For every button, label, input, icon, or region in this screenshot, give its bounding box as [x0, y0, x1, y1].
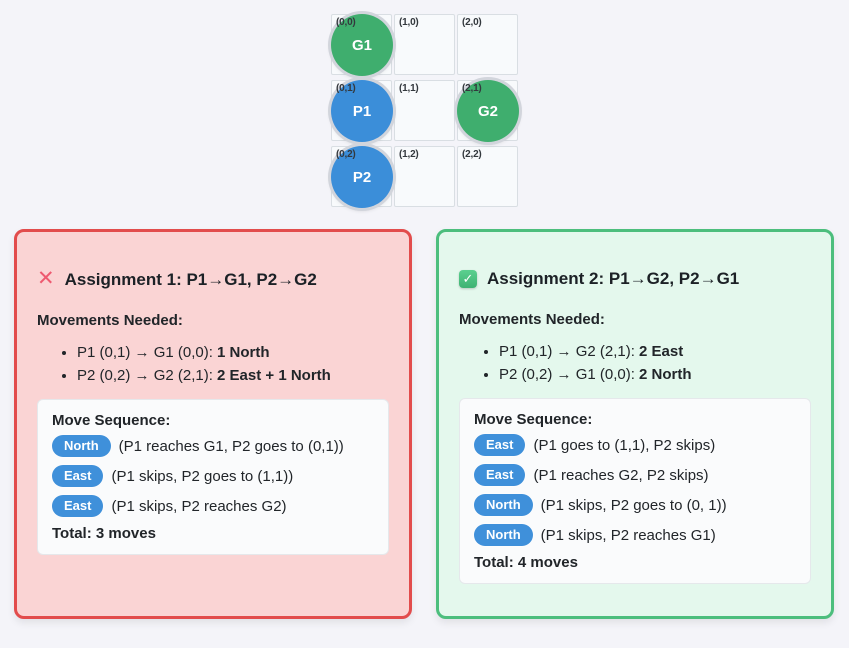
player-label: P2	[352, 168, 372, 186]
grid-cell-2-2: (2,2)	[457, 146, 518, 207]
movements-heading: Movements Needed:	[37, 312, 183, 329]
panel-title: Assignment 2: P1→G2, P2→G1	[487, 269, 740, 288]
move-badge: East	[52, 465, 104, 487]
movement-count: 1 North	[217, 344, 270, 361]
grid-cell-0-2: (0,2) P2	[331, 146, 393, 208]
movement-item: P1 (0,1) → G2 (2,1): 2 East	[499, 342, 811, 361]
move-row: East (P1 reaches G2, P2 skips)	[474, 464, 796, 486]
fail-icon: ✕	[37, 267, 55, 290]
move-description: (P1 skips, P2 reaches G2)	[111, 497, 287, 515]
player-label: P1	[352, 102, 372, 120]
cell-coord-label: (0,1)	[336, 83, 356, 94]
move-row: East (P1 skips, P2 reaches G2)	[52, 495, 374, 517]
move-sequence-box: Move Sequence: North (P1 reaches G1, P2 …	[37, 399, 389, 555]
goal-circle-g2: G2	[457, 80, 519, 142]
cell-coord-label: (1,0)	[399, 17, 419, 28]
assignment-panel-1: ✕ Assignment 1: P1→G1, P2→G2 Movements N…	[14, 229, 412, 619]
move-badge: North	[474, 494, 533, 516]
movements-heading: Movements Needed:	[459, 311, 605, 328]
movements-list: P1 (0,1) → G1 (0,0): 1 North P2 (0,2) → …	[37, 343, 389, 385]
grid-cell-2-0: (2,0)	[457, 14, 518, 75]
goal-circle-g1: G1	[331, 14, 393, 76]
grid-cell-1-1: (1,1)	[394, 80, 455, 141]
cell-coord-label: (0,2)	[336, 149, 356, 160]
cell-coord-label: (2,0)	[462, 17, 482, 28]
cell-coord-label: (1,2)	[399, 149, 419, 160]
move-sequence-box: Move Sequence: East (P1 goes to (1,1), P…	[459, 398, 811, 584]
total-moves: Total: 4 moves	[474, 554, 578, 571]
movement-count: 2 East + 1 North	[217, 367, 331, 384]
grid-cell-1-0: (1,0)	[394, 14, 455, 75]
sequence-heading: Move Sequence:	[52, 412, 171, 429]
move-row: North (P1 reaches G1, P2 goes to (0,1))	[52, 435, 374, 457]
puzzle-grid: (0,0) G1 (1,0) (2,0) (0,1) P1 (1,1) (2,1…	[331, 14, 519, 208]
move-badge: North	[52, 435, 111, 457]
move-badge: East	[474, 434, 526, 456]
grid-cell-1-2: (1,2)	[394, 146, 455, 207]
move-row: East (P1 goes to (1,1), P2 skips)	[474, 434, 796, 456]
cell-coord-label: (1,1)	[399, 83, 419, 94]
movement-prefix: P1 (0,1) → G1 (0,0):	[77, 344, 218, 361]
cell-coord-label: (2,1)	[462, 83, 482, 94]
move-description: (P1 skips, P2 goes to (0, 1))	[540, 496, 727, 514]
check-icon: ✓	[459, 270, 477, 288]
move-row: North (P1 skips, P2 goes to (0, 1))	[474, 494, 796, 516]
cell-coord-label: (2,2)	[462, 149, 482, 160]
movement-prefix: P1 (0,1) → G2 (2,1):	[499, 343, 640, 360]
goal-label: G2	[477, 102, 498, 120]
panel-2-header: ✓ Assignment 2: P1→G2, P2→G1	[459, 269, 811, 289]
move-description: (P1 goes to (1,1), P2 skips)	[533, 436, 716, 454]
movement-count: 2 North	[639, 366, 692, 383]
move-row: East (P1 skips, P2 goes to (1,1))	[52, 465, 374, 487]
movement-prefix: P2 (0,2) → G2 (2,1):	[77, 367, 218, 384]
assignment-panels: ✕ Assignment 1: P1→G1, P2→G2 Movements N…	[14, 229, 834, 619]
panel-title: Assignment 1: P1→G1, P2→G2	[64, 269, 317, 289]
player-circle-p1: P1	[331, 80, 393, 142]
move-description: (P1 skips, P2 goes to (1,1))	[111, 467, 294, 485]
movements-list: P1 (0,1) → G2 (2,1): 2 East P2 (0,2) → G…	[459, 342, 811, 384]
grid-cell-0-0: (0,0) G1	[331, 14, 393, 76]
move-badge: East	[474, 464, 526, 486]
move-description: (P1 reaches G2, P2 skips)	[533, 466, 709, 484]
movement-count: 2 East	[639, 343, 684, 360]
move-badge: East	[52, 495, 104, 517]
movement-item: P2 (0,2) → G1 (0,0): 2 North	[499, 365, 811, 384]
total-moves: Total: 3 moves	[52, 525, 156, 542]
sequence-heading: Move Sequence:	[474, 411, 593, 428]
move-row: North (P1 skips, P2 reaches G1)	[474, 524, 796, 546]
move-badge: North	[474, 524, 533, 546]
cell-coord-label: (0,0)	[336, 17, 356, 28]
assignment-panel-2: ✓ Assignment 2: P1→G2, P2→G1 Movements N…	[436, 229, 834, 619]
movement-item: P1 (0,1) → G1 (0,0): 1 North	[77, 343, 389, 362]
panel-1-header: ✕ Assignment 1: P1→G1, P2→G2	[37, 267, 389, 290]
grid-cell-2-1: (2,1) G2	[457, 80, 519, 142]
grid-cell-0-1: (0,1) P1	[331, 80, 393, 142]
movement-prefix: P2 (0,2) → G1 (0,0):	[499, 366, 640, 383]
goal-label: G1	[351, 36, 372, 54]
move-description: (P1 skips, P2 reaches G1)	[540, 526, 716, 544]
movement-item: P2 (0,2) → G2 (2,1): 2 East + 1 North	[77, 366, 389, 385]
player-circle-p2: P2	[331, 146, 393, 208]
move-description: (P1 reaches G1, P2 goes to (0,1))	[118, 437, 344, 455]
